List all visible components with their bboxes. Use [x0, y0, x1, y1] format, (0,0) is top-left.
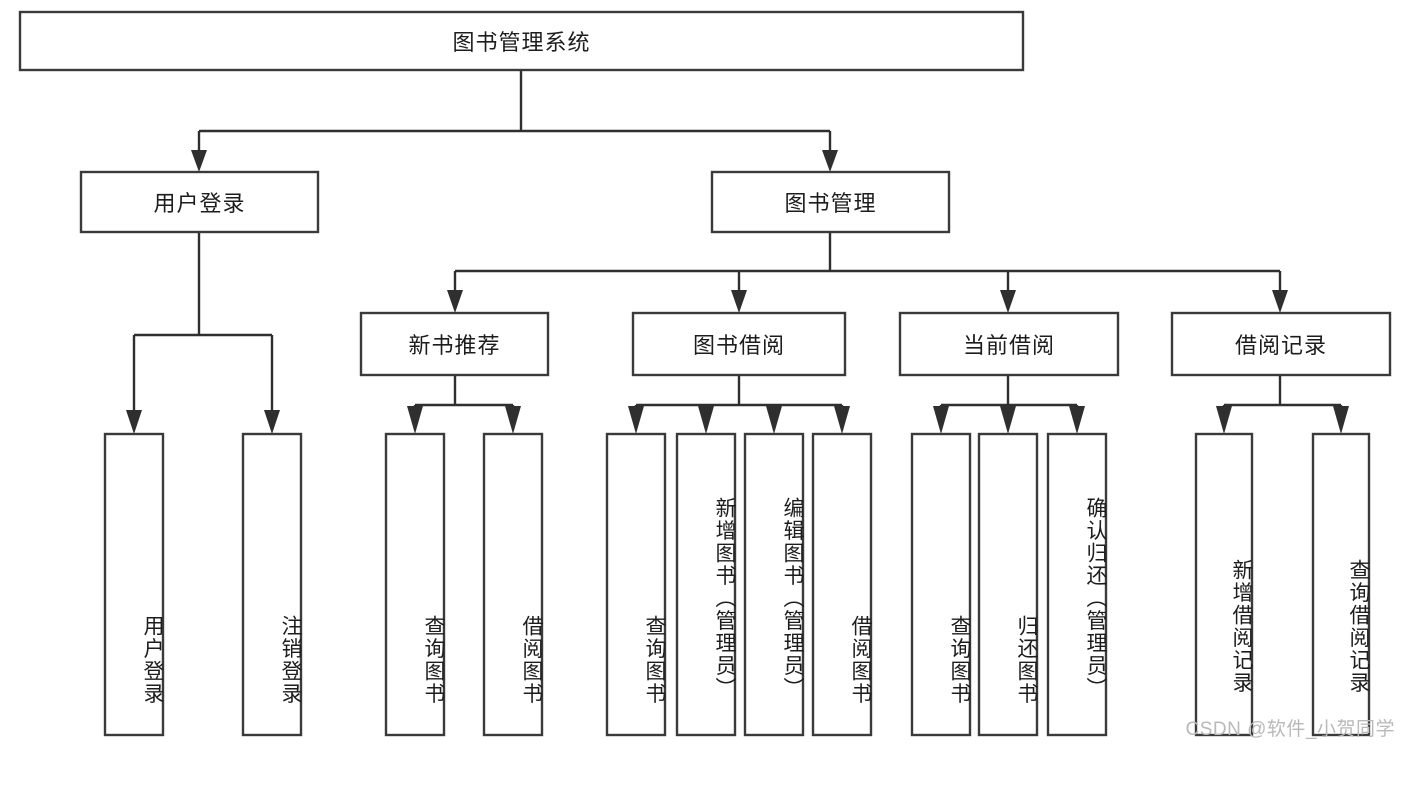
node-box-layer: [18, 10, 1392, 737]
node-new-book-recommend[interactable]: [359, 311, 550, 377]
node-leaf-query-book-3[interactable]: [910, 432, 972, 737]
node-root[interactable]: [18, 10, 1025, 72]
arrowhead-new-book-recommend: [447, 290, 463, 313]
node-book-manage[interactable]: [710, 170, 951, 234]
node-borrow-record[interactable]: [1170, 311, 1392, 377]
arrowhead-leaf-query-book-2: [628, 406, 644, 434]
arrowhead-user-login: [191, 150, 207, 172]
connector-layer: [126, 70, 1349, 434]
node-leaf-return-book[interactable]: [977, 432, 1039, 737]
node-user-login[interactable]: [79, 170, 320, 234]
arrowhead-leaf-user-login: [126, 410, 142, 434]
node-leaf-borrow-book-2[interactable]: [811, 432, 873, 737]
arrowhead-leaf-add-book: [698, 406, 714, 434]
node-current-borrow[interactable]: [898, 311, 1120, 377]
arrowhead-leaf-query-record: [1333, 406, 1349, 434]
arrowhead-current-borrow: [1000, 290, 1016, 313]
csdn-watermark: CSDN @软件_小贺同学: [1185, 719, 1395, 740]
arrowhead-borrow-record: [1272, 290, 1288, 313]
node-leaf-query-book-1[interactable]: [384, 432, 446, 737]
node-leaf-user-login[interactable]: [103, 432, 165, 737]
node-leaf-edit-book[interactable]: [743, 432, 805, 737]
node-book-borrow[interactable]: [631, 311, 847, 377]
arrowhead-book-borrow: [731, 290, 747, 313]
node-leaf-confirm-return[interactable]: [1046, 432, 1108, 737]
flowchart-svg: [18, 10, 1392, 737]
arrowhead-leaf-confirm-return: [1069, 406, 1085, 434]
arrowhead-book-manage: [822, 150, 838, 172]
node-leaf-add-record[interactable]: [1194, 432, 1254, 737]
arrowhead-leaf-return-book: [1000, 406, 1016, 434]
node-leaf-query-record[interactable]: [1311, 432, 1371, 737]
diagram-canvas: 图书管理系统 用户登录 图书管理 新书推荐 图书借阅 当前借阅 借阅记录 用户登…: [18, 10, 1395, 740]
arrowhead-leaf-query-book-3: [933, 406, 949, 434]
node-leaf-borrow-book-1[interactable]: [482, 432, 544, 737]
arrowhead-leaf-add-record: [1216, 406, 1232, 434]
arrowhead-leaf-query-book-1: [407, 406, 423, 434]
arrowhead-leaf-edit-book: [766, 406, 782, 434]
node-leaf-logout-login[interactable]: [241, 432, 303, 737]
node-leaf-add-book[interactable]: [675, 432, 737, 737]
arrowhead-leaf-borrow-book-2: [834, 406, 850, 434]
arrowhead-leaf-logout-login: [264, 410, 280, 434]
arrowhead-leaf-borrow-book-1: [505, 406, 521, 434]
node-leaf-query-book-2[interactable]: [605, 432, 667, 737]
